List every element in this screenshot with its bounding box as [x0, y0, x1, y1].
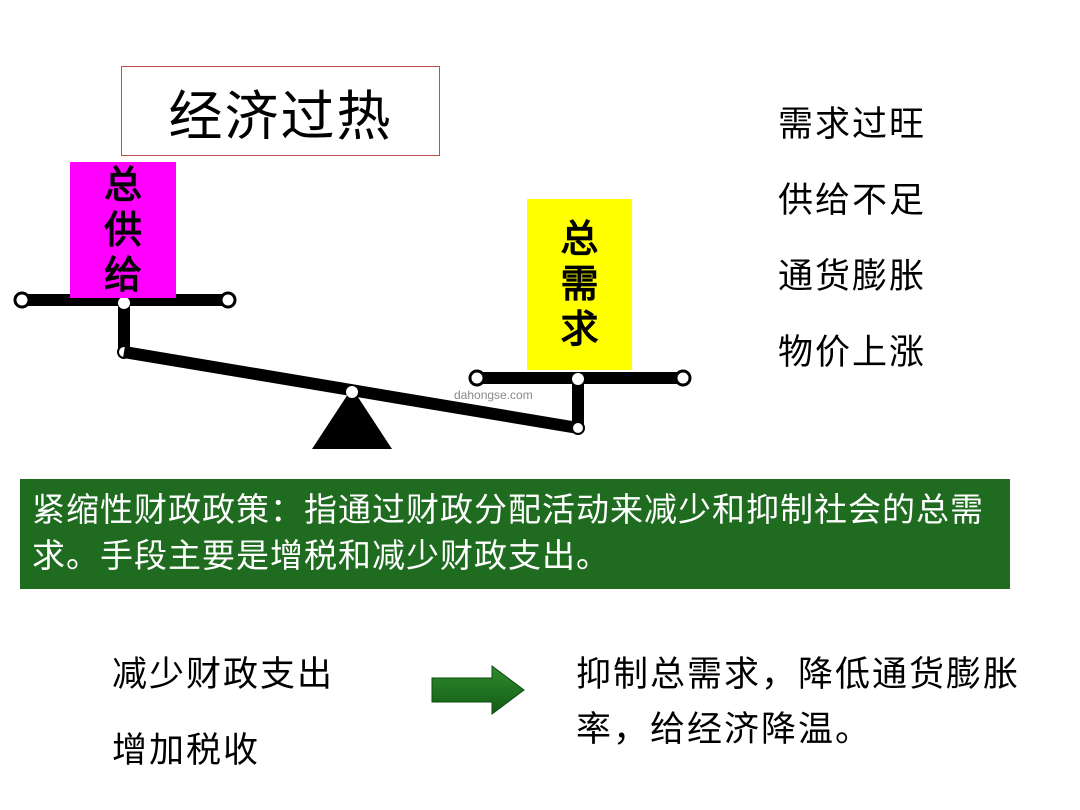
vertical-char: 总 — [560, 217, 599, 261]
measure-item: 减少财政支出 — [112, 655, 335, 695]
symptom-item: 需求过旺 — [778, 105, 927, 145]
vertical-char: 总 — [103, 162, 142, 207]
symptom-item: 通货膨胀 — [778, 257, 927, 297]
vertical-char: 给 — [103, 252, 142, 297]
fulcrum-triangle — [312, 388, 392, 449]
left-joint — [118, 297, 130, 309]
supply-label: 总供给 — [104, 163, 142, 298]
watermark-text: dahongse.com — [454, 388, 533, 402]
vertical-char: 求 — [560, 307, 599, 351]
right-pan-knob — [468, 369, 486, 387]
right-arrow-icon — [431, 665, 525, 715]
left-pan-knob — [13, 291, 31, 309]
aggregate-demand-box: 总需求 — [527, 199, 632, 370]
policy-definition-box: 紧缩性财政政策：指通过财政分配活动来减少和抑制社会的总需求。手段主要是增税和减少… — [20, 479, 1010, 589]
vertical-char: 供 — [103, 207, 142, 252]
left-pan-knob — [219, 291, 237, 309]
demand-label: 总需求 — [560, 217, 598, 352]
policy-result-text: 抑制总需求，降低通货膨胀率，给经济降温。 — [576, 655, 1021, 750]
symptom-item: 供给不足 — [778, 181, 927, 221]
aggregate-supply-box: 总供给 — [70, 162, 176, 298]
vertical-char: 需 — [560, 262, 599, 306]
measure-item: 增加税收 — [112, 731, 261, 771]
page-title: 经济过热 — [121, 66, 440, 156]
right-joint — [571, 421, 585, 435]
symptom-item: 物价上涨 — [778, 333, 927, 373]
symptoms-list: 需求过旺 供给不足 通货膨胀 物价上涨 — [778, 100, 978, 404]
policy-definition-text: 紧缩性财政政策：指通过财政分配活动来减少和抑制社会的总需求。手段主要是增税和减少… — [32, 490, 984, 575]
fulcrum-pivot — [346, 386, 358, 398]
balance-scale-illustration — [13, 291, 692, 449]
policy-measures: 减少财政支出 增加税收 — [112, 650, 334, 802]
right-pan-knob — [674, 369, 692, 387]
right-joint — [572, 373, 584, 385]
